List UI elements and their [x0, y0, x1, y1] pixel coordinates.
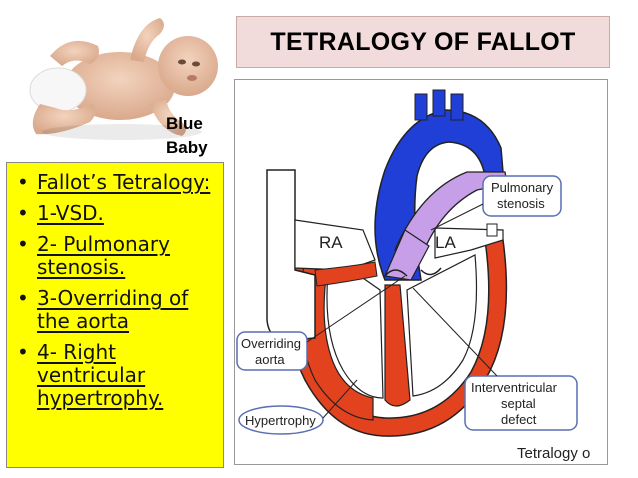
bullet-icon: • — [17, 340, 29, 364]
bullet-text: 2- Pulmonary stenosis. — [37, 232, 170, 279]
callout-text: septal — [501, 396, 536, 411]
callout-text: Overriding — [241, 336, 301, 351]
bullet-item: • 4- Right ventricular hypertrophy. — [15, 341, 217, 410]
baby-caption-line2: Baby — [166, 138, 208, 157]
heart-diagram: RA LA Pulmonary stenosis Overriding aort… — [234, 79, 608, 465]
bullet-item: • Fallot’s Tetralogy: — [15, 171, 217, 194]
callout-overriding-aorta — [236, 331, 308, 371]
callout-text: stenosis — [497, 196, 545, 211]
baby-caption-line1: Blue — [166, 114, 203, 133]
callout-hypertrophy — [238, 405, 324, 435]
baby-photo — [10, 4, 230, 154]
slide-title: TETRALOGY OF FALLOT — [270, 27, 576, 56]
bullet-item: • 3-Overriding of the aorta — [15, 287, 217, 333]
callout-vsd — [464, 375, 578, 431]
heart-diagram-svg: RA LA Pulmonary stenosis Overriding aort… — [236, 89, 590, 462]
callout-pulmonary-stenosis — [482, 175, 562, 217]
bullet-text: 1-VSD. — [37, 201, 104, 225]
callout-text: Hypertrophy — [245, 413, 316, 428]
diagram-footer: Tetralogy o — [517, 445, 590, 462]
bullet-text: 4- Right ventricular hypertrophy. — [37, 340, 164, 410]
bullet-text: 3-Overriding of the aorta — [37, 286, 189, 333]
la-label: LA — [435, 233, 456, 252]
callout-text: defect — [501, 412, 537, 427]
septum — [384, 284, 411, 407]
bullet-item: • 1-VSD. — [15, 202, 217, 225]
callout-text: Pulmonary — [491, 180, 554, 195]
bullet-panel: • Fallot’s Tetralogy: • 1-VSD. • 2- Pulmona… — [6, 162, 224, 468]
callout-text: aorta — [255, 352, 285, 367]
bullet-icon: • — [17, 286, 29, 310]
ra-label: RA — [319, 233, 343, 252]
bullet-icon: • — [17, 201, 29, 225]
bullet-item: • 2- Pulmonary stenosis. — [15, 233, 217, 279]
bullet-list: • Fallot’s Tetralogy: • 1-VSD. • 2- Pulmona… — [15, 171, 217, 410]
bullet-text: Fallot’s Tetralogy: — [37, 170, 211, 194]
bullet-icon: • — [17, 232, 29, 256]
callout-text: Interventricular — [471, 380, 558, 395]
bullet-icon: • — [17, 170, 29, 194]
title-box: TETRALOGY OF FALLOT — [236, 16, 610, 68]
